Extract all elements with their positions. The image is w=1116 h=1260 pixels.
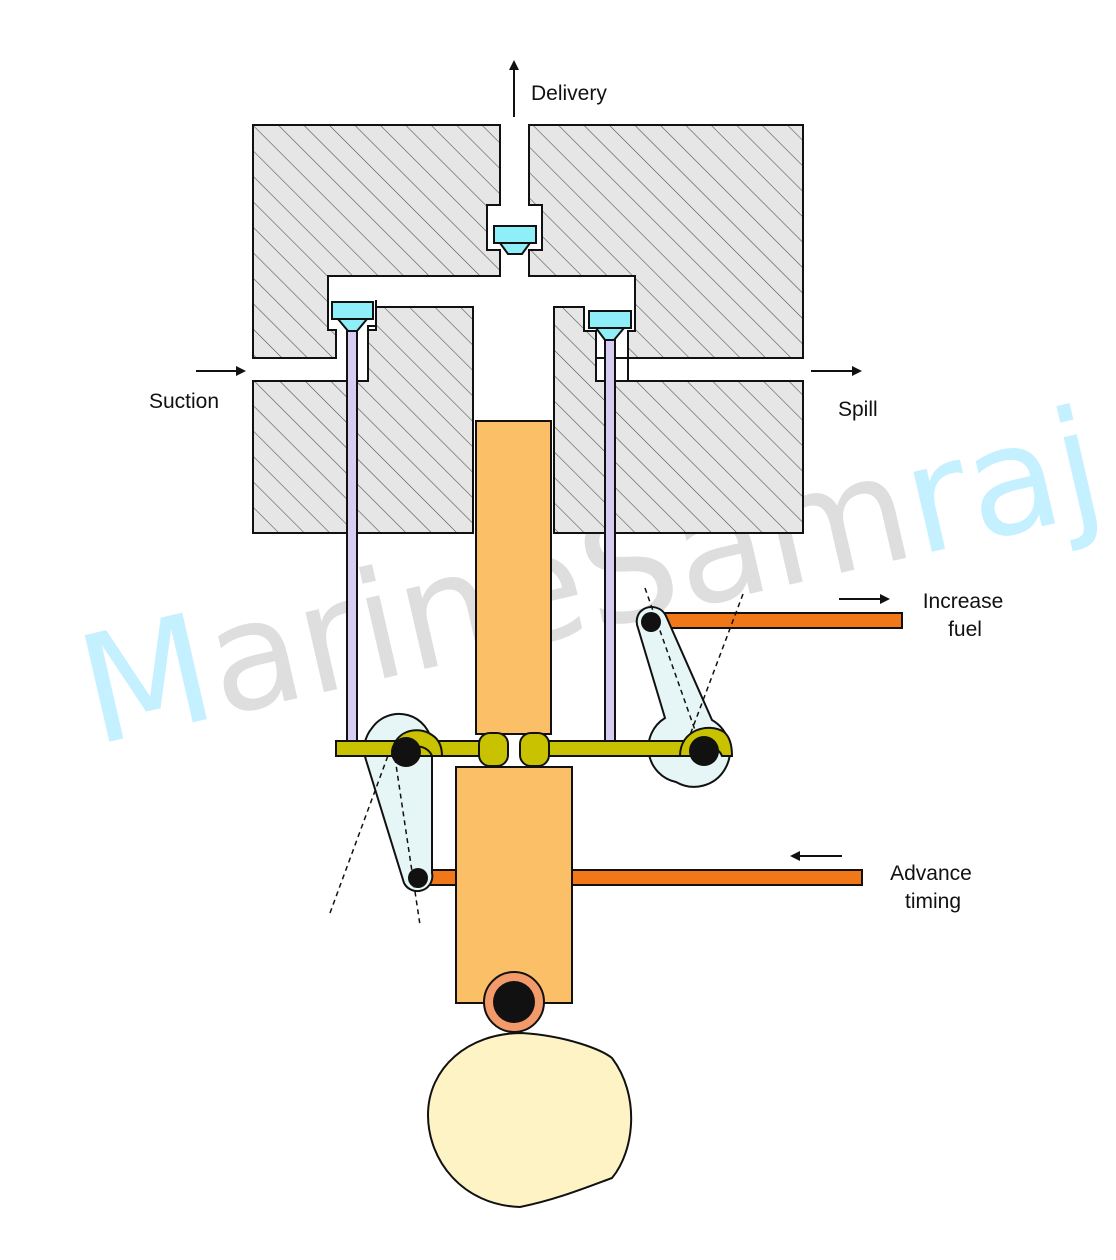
- fuel-control-rod: [653, 612, 903, 629]
- delivery-label: Delivery: [531, 82, 607, 105]
- suction-valve: [331, 301, 374, 332]
- suction-label: Suction: [149, 390, 219, 413]
- fuel-lever-upper-pivot: [641, 612, 661, 632]
- increase-fuel-label-line2: fuel: [948, 618, 982, 641]
- spill-label: Spill: [838, 398, 878, 421]
- advance-timing-label-line2: timing: [905, 890, 961, 913]
- spill-valve-rod: [604, 339, 616, 744]
- pump-body: [252, 124, 805, 534]
- suction-valve-rod: [346, 330, 358, 744]
- cam: [426, 1031, 633, 1209]
- passage-outlines: [253, 125, 803, 533]
- cam-roller: [483, 971, 545, 1033]
- timing-lever-lower-pivot: [408, 868, 428, 888]
- rocker-bar: [335, 727, 734, 767]
- watermark-last: raj: [888, 376, 1116, 589]
- advance-timing-label-line1: Advance: [890, 862, 972, 885]
- increase-fuel-label-line1: Increase: [923, 590, 1004, 613]
- timing-lever-upper-pivot: [391, 737, 421, 767]
- tappet-block: [455, 766, 573, 1004]
- upper-plunger: [475, 420, 552, 735]
- spill-valve: [588, 310, 632, 341]
- delivery-valve: [493, 225, 537, 255]
- fuel-lever-lower-pivot: [689, 736, 719, 766]
